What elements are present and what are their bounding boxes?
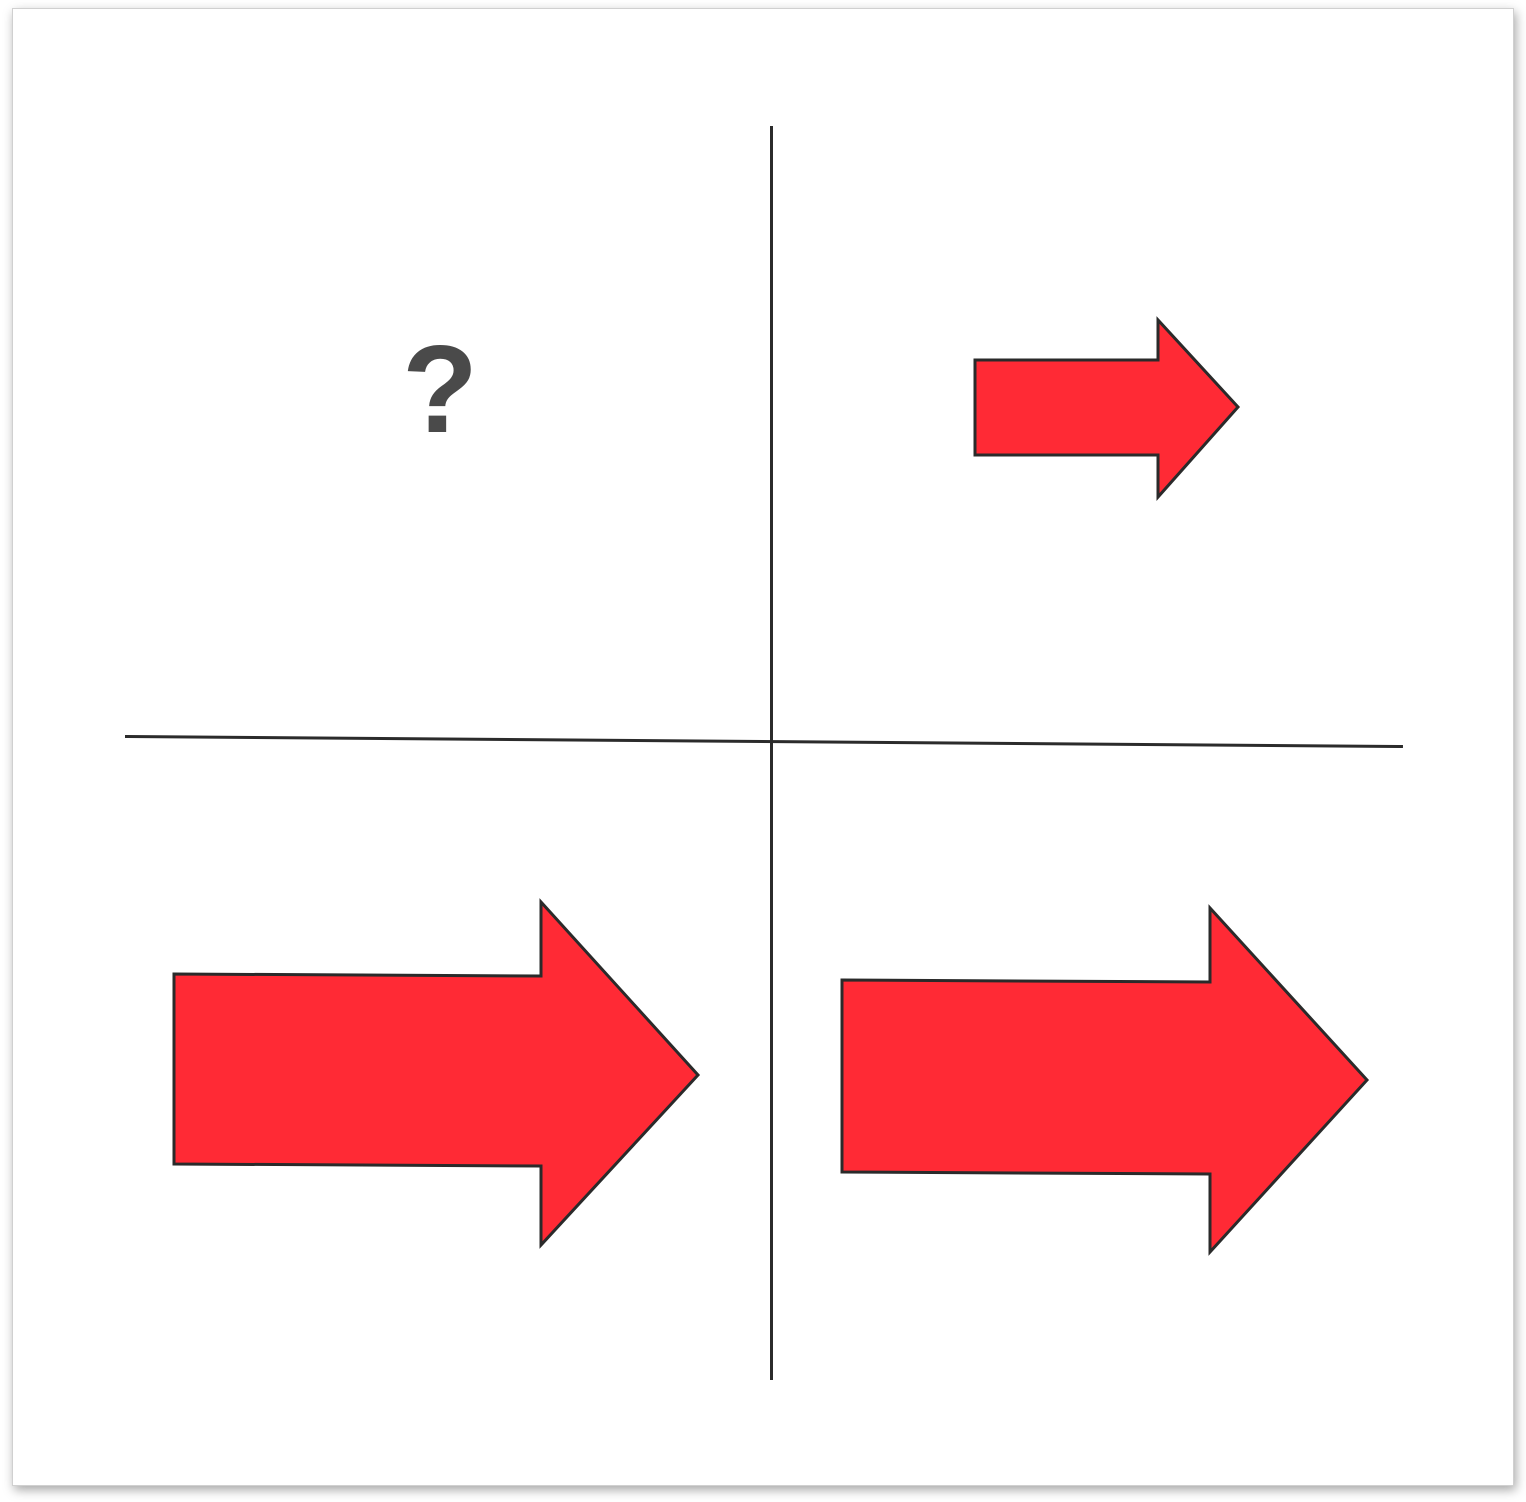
vertical-divider <box>770 126 773 1380</box>
missing-cell-question-mark: ? <box>402 321 478 459</box>
